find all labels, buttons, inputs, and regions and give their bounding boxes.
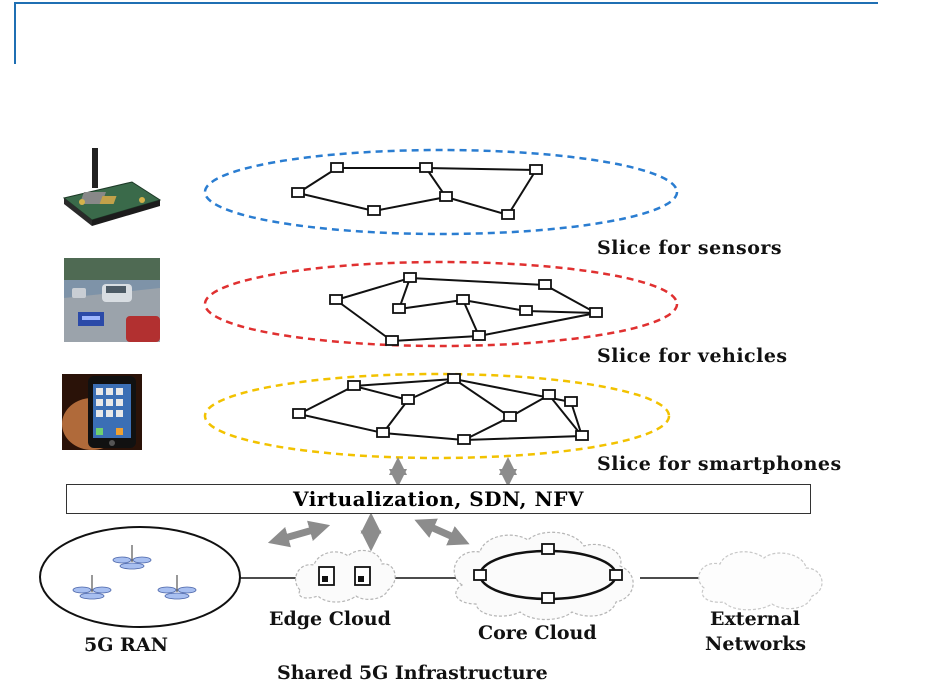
core-cloud-label: Core Cloud [478, 622, 597, 644]
edge-cloud-label: Edge Cloud [269, 608, 391, 630]
virtualization-layer: Virtualization, SDN, NFV [66, 484, 811, 514]
external-networks-cloud [698, 551, 823, 611]
vehicles-slice [203, 260, 679, 348]
vehicles-image [64, 258, 160, 342]
core-cloud [453, 531, 634, 621]
external-networks-label-line1: External [710, 608, 801, 630]
smartphones-slice-ellipse [203, 372, 671, 460]
smartphones-slice [203, 372, 671, 460]
virtualization-label: Virtualization, SDN, NFV [293, 487, 584, 511]
arrows-slices-to-virtualization [389, 457, 517, 487]
sensor-board-image [62, 148, 162, 226]
ran-circle [39, 526, 241, 628]
smartphone-image [62, 374, 142, 450]
external-networks-label-line2: Networks [705, 633, 807, 655]
vehicles-slice-ellipse [203, 260, 679, 348]
slice-label-smartphones: Slice for smartphones [597, 453, 842, 475]
ran-label: 5G RAN [84, 634, 168, 656]
shared-infrastructure-caption: Shared 5G Infrastructure [277, 662, 548, 684]
edge-cloud [295, 549, 396, 603]
arrows-virtualization-to-infrastructure [267, 512, 470, 552]
ran-cluster [39, 526, 241, 628]
sensors-slice-ellipse [203, 148, 679, 236]
slice-label-sensors: Slice for sensors [597, 237, 783, 259]
sensors-slice [203, 148, 679, 236]
frame-left-border [14, 2, 16, 64]
slice-label-vehicles: Slice for vehicles [597, 345, 788, 367]
frame-top-border [14, 2, 878, 4]
